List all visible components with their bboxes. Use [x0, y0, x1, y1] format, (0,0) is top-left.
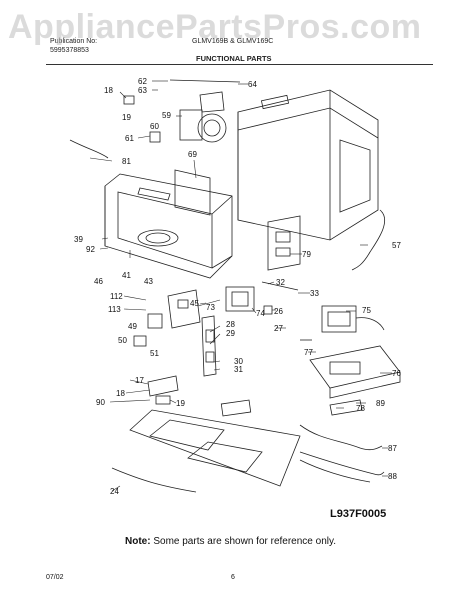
callout-24: 24 — [110, 487, 119, 496]
harness-87-drawing — [299, 424, 383, 451]
callout-29: 29 — [226, 329, 235, 338]
diagram-id: L937F0005 — [330, 508, 387, 520]
callout-59: 59 — [162, 111, 171, 120]
callout-41: 41 — [122, 271, 131, 280]
power-cord-drawing — [351, 209, 386, 271]
vent-grille-drawing — [129, 399, 301, 487]
callout-51: 51 — [150, 349, 159, 358]
light-assembly-drawing — [147, 375, 179, 405]
callout-45: 45 — [190, 299, 199, 308]
callout-50: 50 — [118, 336, 127, 345]
note-text: Some parts are shown for reference only. — [153, 536, 337, 547]
wire-32-drawing — [261, 281, 299, 291]
callout-30: 30 — [234, 357, 243, 366]
callout-76: 76 — [392, 369, 401, 378]
harness-88-drawing — [299, 451, 385, 476]
switch-small-drawing — [123, 95, 135, 105]
callout-81: 81 — [122, 157, 131, 166]
outer-cabinet-drawing — [237, 89, 379, 241]
callout-60: 60 — [150, 122, 159, 131]
callout-73: 73 — [206, 303, 215, 312]
callout-19: 19 — [122, 113, 131, 122]
callout-69: 69 — [188, 150, 197, 159]
base-plate-drawing — [309, 345, 401, 399]
callout-87: 87 — [388, 444, 397, 453]
callout-92: 92 — [86, 245, 95, 254]
callout-27: 27 — [274, 324, 283, 333]
callout-57: 57 — [392, 241, 401, 250]
callout-112: 112 — [110, 292, 123, 301]
callout-77: 77 — [304, 348, 313, 357]
callout-89: 89 — [376, 399, 385, 408]
latch-assembly-drawing — [201, 315, 217, 377]
reference-note: Note: Some parts are shown for reference… — [125, 536, 336, 547]
callout-64: 64 — [248, 80, 257, 89]
callout-39: 39 — [74, 235, 83, 244]
transformer-drawing — [225, 286, 255, 312]
callout-17: 17 — [135, 376, 144, 385]
part-26-drawing — [263, 305, 273, 315]
callout-labels: 62 63 64 18 19 59 60 61 81 69 39 92 41 4… — [74, 77, 401, 496]
callout-31: 31 — [234, 365, 243, 374]
callout-28: 28 — [226, 320, 235, 329]
page-number: 6 — [231, 574, 235, 581]
callout-75: 75 — [362, 306, 371, 315]
transformer-75-drawing — [321, 305, 385, 333]
switch-49-drawing — [147, 313, 163, 329]
callout-88: 88 — [388, 472, 397, 481]
callout-74: 74 — [256, 309, 265, 318]
cord-drawing — [169, 79, 241, 83]
callout-19b: 19 — [176, 399, 185, 408]
cord-24-drawing — [111, 467, 197, 493]
harness-88b-drawing — [299, 459, 371, 483]
section-title: FUNCTIONAL PARTS — [196, 54, 272, 63]
note-label: Note: — [125, 536, 151, 547]
callout-43: 43 — [144, 277, 153, 286]
wire-81-drawing — [69, 139, 109, 159]
door-switch-bracket-drawing — [167, 289, 201, 329]
callout-113: 113 — [108, 305, 121, 314]
publication-number: 5995378853 — [50, 47, 89, 54]
model-numbers: GLMV169B & GLMV169C — [192, 38, 274, 45]
callout-90: 90 — [96, 398, 105, 407]
switch-50-drawing — [133, 335, 147, 347]
part-78-drawing — [329, 399, 363, 416]
callout-78: 78 — [356, 404, 365, 413]
callout-18: 18 — [104, 86, 113, 95]
footer-date: 07/02 — [46, 574, 64, 581]
callout-33: 33 — [310, 289, 319, 298]
publication-label: Publication No: — [50, 38, 98, 45]
callout-49: 49 — [128, 322, 137, 331]
callout-18b: 18 — [116, 389, 125, 398]
blower-fan-drawing — [179, 91, 227, 143]
control-board-drawing — [267, 215, 301, 271]
callout-63: 63 — [138, 86, 147, 95]
oven-cavity-drawing — [104, 169, 233, 279]
callout-32: 32 — [276, 278, 285, 287]
callout-62: 62 — [138, 77, 147, 86]
header-rule — [46, 64, 433, 65]
callout-46: 46 — [94, 277, 103, 286]
callout-79: 79 — [302, 250, 311, 259]
thermal-drawing — [149, 131, 161, 143]
callout-61: 61 — [125, 134, 134, 143]
callout-26: 26 — [274, 307, 283, 316]
